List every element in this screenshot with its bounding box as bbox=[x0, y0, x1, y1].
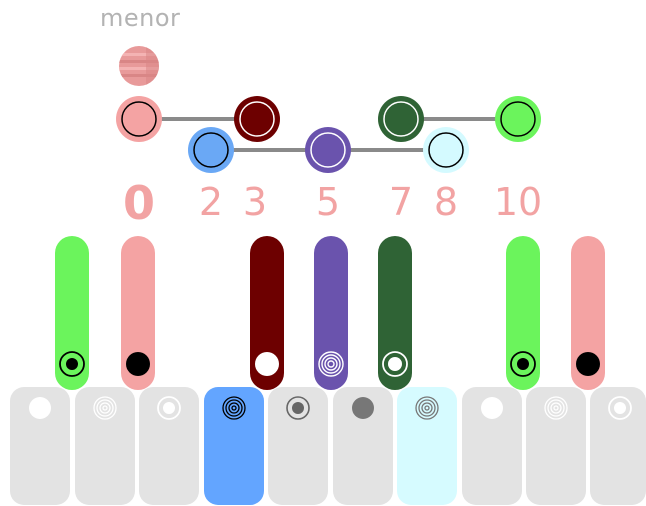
degree-node-7[interactable] bbox=[378, 96, 424, 142]
key-9[interactable] bbox=[526, 387, 586, 505]
key-6[interactable] bbox=[333, 387, 393, 505]
key-2[interactable] bbox=[75, 387, 135, 505]
solid-dot-icon[interactable] bbox=[126, 352, 150, 376]
white-dot-icon[interactable] bbox=[255, 352, 279, 376]
degree-node-10[interactable] bbox=[495, 96, 541, 142]
degree-node-2[interactable] bbox=[188, 127, 234, 173]
key-1[interactable] bbox=[10, 387, 70, 505]
striped-circle-icon bbox=[118, 45, 162, 89]
white-dot-icon bbox=[29, 397, 51, 419]
track-6[interactable] bbox=[506, 236, 540, 390]
degree-node-5[interactable] bbox=[305, 127, 351, 173]
key-7[interactable] bbox=[397, 387, 457, 505]
degree-node-0[interactable] bbox=[116, 96, 162, 142]
white-dot-icon bbox=[481, 397, 503, 419]
key-4[interactable] bbox=[204, 387, 264, 505]
key-10[interactable] bbox=[590, 387, 646, 505]
track-5[interactable] bbox=[378, 236, 412, 390]
tracks bbox=[55, 236, 605, 390]
keys bbox=[10, 387, 646, 505]
key-3[interactable] bbox=[139, 387, 199, 505]
degree-nodes bbox=[116, 96, 541, 173]
gray-dot-icon bbox=[352, 397, 374, 419]
key-8[interactable] bbox=[462, 387, 522, 505]
track-4[interactable] bbox=[314, 236, 348, 390]
degree-node-3[interactable] bbox=[234, 96, 280, 142]
solid-dot-icon[interactable] bbox=[576, 352, 600, 376]
degree-node-8[interactable] bbox=[423, 127, 469, 173]
track-3[interactable] bbox=[250, 236, 284, 390]
track-1[interactable] bbox=[55, 236, 89, 390]
track-2[interactable] bbox=[121, 236, 155, 390]
key-5[interactable] bbox=[268, 387, 328, 505]
track-7[interactable] bbox=[571, 236, 605, 390]
